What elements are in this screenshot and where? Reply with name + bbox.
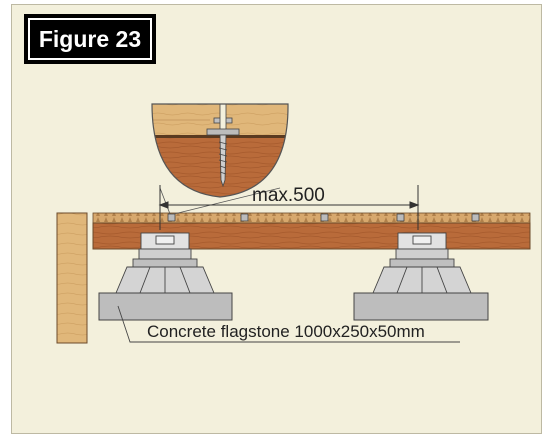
callout-label: Concrete flagstone 1000x250x50mm xyxy=(147,322,425,341)
pedestal-right xyxy=(372,232,472,294)
figure-label: Figure 23 xyxy=(28,18,152,60)
magnifier-outline xyxy=(151,103,289,198)
callout-leader xyxy=(117,305,460,343)
flagstone-left xyxy=(98,292,233,321)
flagstone-right xyxy=(353,292,489,321)
dimension-label: max.500 xyxy=(252,185,325,206)
dimension-line xyxy=(158,185,420,230)
deck-clips xyxy=(167,213,480,222)
decking-surface xyxy=(92,212,531,224)
figure-badge: Figure 23 xyxy=(24,14,156,64)
side-board xyxy=(56,212,88,344)
